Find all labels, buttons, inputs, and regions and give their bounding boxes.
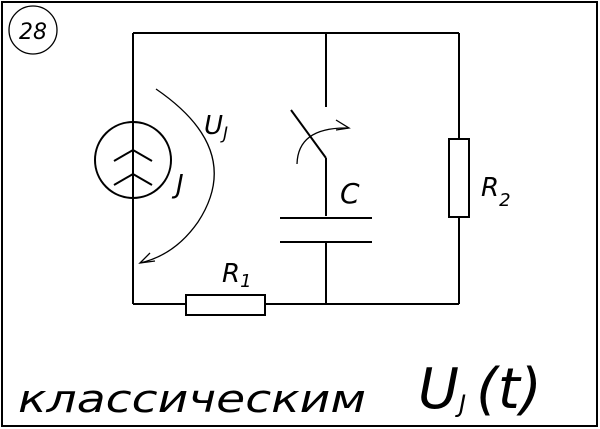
- current-source: [94, 121, 172, 199]
- switch-arrow: [296, 127, 349, 165]
- voltage-arrow: [138, 88, 215, 264]
- source-current-label: J: [171, 170, 184, 200]
- target-caption: UJ(t): [418, 357, 542, 422]
- resistor-r2: [448, 138, 470, 218]
- capacitor-label: C: [340, 177, 360, 210]
- problem-number-badge: 28: [8, 5, 58, 55]
- arrow-head-icon: [335, 119, 351, 131]
- arrow-head-icon: [138, 252, 156, 264]
- source-voltage-label: UJ: [204, 111, 228, 144]
- chevron-up-icon: [113, 148, 153, 162]
- problem-number: 28: [19, 20, 47, 45]
- method-caption: классическим: [18, 377, 366, 421]
- switch-blade: [290, 109, 327, 159]
- number-circle: [8, 5, 58, 55]
- chevron-up-icon: [113, 172, 153, 186]
- resistor-r1: [185, 294, 266, 316]
- r2-label: R2: [481, 173, 511, 211]
- r1-label: R1: [222, 259, 252, 292]
